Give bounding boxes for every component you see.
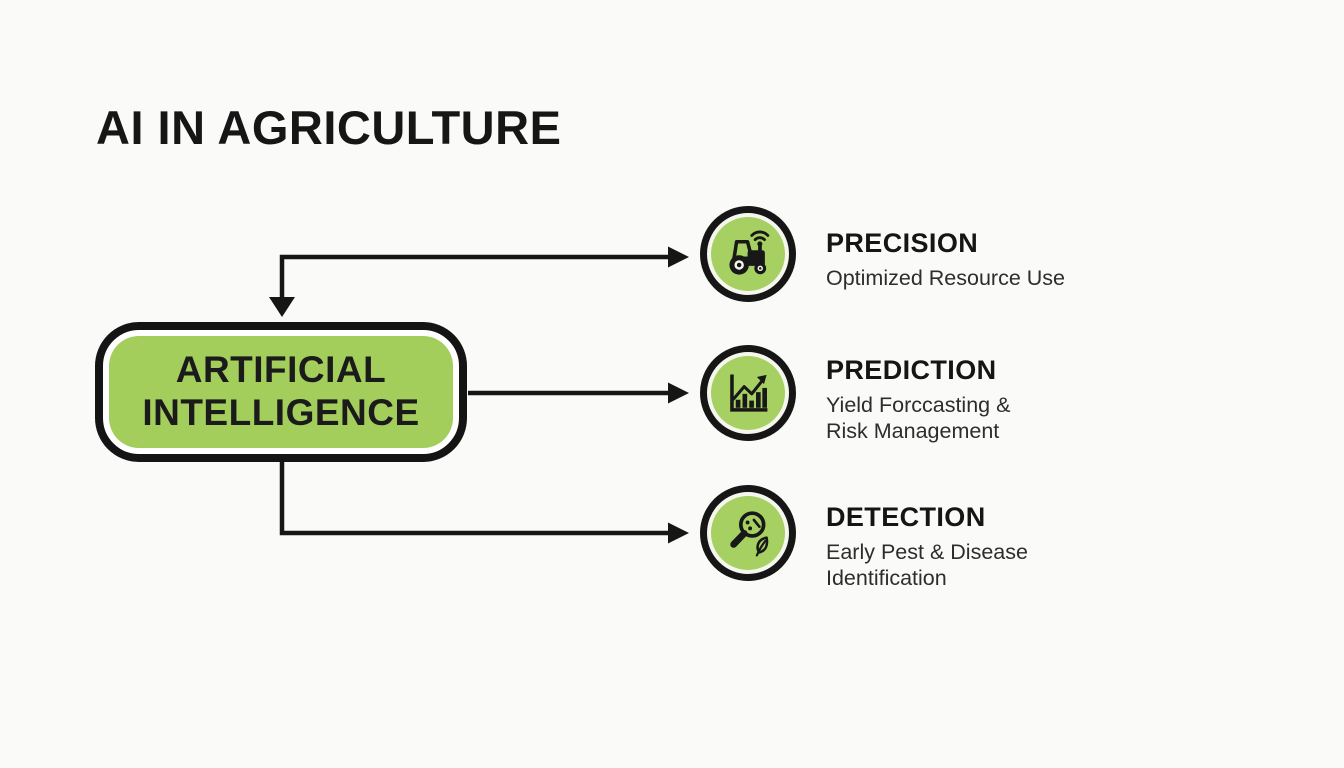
precision-description: Optimized Resource Use (826, 266, 1065, 290)
prediction-text-block: PREDICTION Yield Forccasting & Risk Mana… (826, 355, 1156, 444)
arrowhead-to-detection (668, 522, 689, 544)
arrowhead-down-to-box (269, 297, 295, 317)
precision-text-block: PRECISION Optimized Resource Use (826, 228, 1156, 291)
tractor-wifi-icon (729, 230, 770, 275)
ai-label-line1: ARTIFICIAL (175, 349, 387, 391)
prediction-description: Yield Forccasting & Risk Management (826, 393, 1011, 443)
precision-icon-disc (711, 217, 785, 291)
artificial-intelligence-node: ARTIFICIAL INTELLIGENCE (95, 322, 467, 462)
magnifier-pest-leaf-icon (730, 511, 769, 557)
detection-icon-badge (700, 485, 796, 581)
page-title: AI IN AGRICULTURE (96, 101, 562, 154)
detection-icon-disc (711, 496, 785, 570)
ai-label-line2: INTELLIGENCE (142, 392, 420, 433)
artificial-intelligence-node-fill: ARTIFICIAL INTELLIGENCE (109, 336, 453, 448)
growth-chart-icon (730, 374, 768, 412)
artificial-intelligence-label: ARTIFICIAL INTELLIGENCE (142, 349, 419, 435)
detection-heading: DETECTION (826, 502, 986, 532)
connector-detection (279, 461, 670, 536)
prediction-icon-disc (711, 356, 785, 430)
connector-precision (279, 254, 670, 301)
prediction-heading: PREDICTION (826, 355, 997, 385)
precision-icon-badge (700, 206, 796, 302)
arrowhead-to-precision (668, 246, 689, 268)
prediction-icon-badge (700, 345, 796, 441)
detection-text-block: DETECTION Early Pest & Disease Identific… (826, 502, 1156, 591)
arrowhead-to-prediction (668, 382, 689, 404)
precision-heading: PRECISION (826, 228, 979, 258)
detection-description: Early Pest & Disease Identification (826, 540, 1028, 590)
